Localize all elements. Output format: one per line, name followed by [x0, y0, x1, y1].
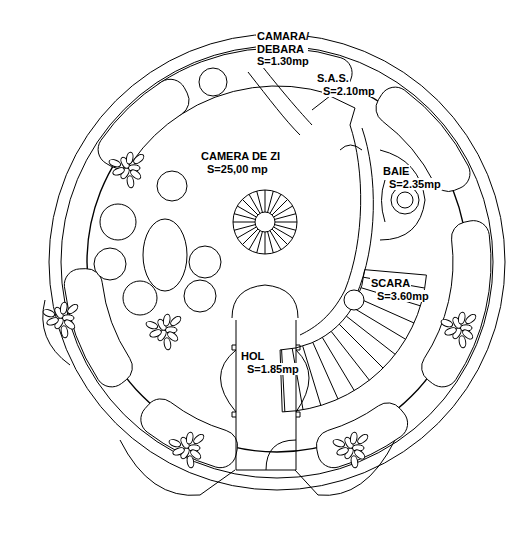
table — [143, 219, 187, 291]
spiral-step — [237, 206, 256, 217]
plant — [108, 152, 145, 189]
stair-step — [346, 316, 395, 354]
room-name: SCARA — [370, 277, 411, 290]
room-area: S=25,00 mp — [206, 163, 269, 176]
partition-wall — [262, 66, 312, 125]
bathtub-inner — [397, 192, 413, 208]
spiral-step — [275, 214, 296, 220]
stair-step — [352, 307, 405, 339]
plant — [145, 314, 182, 351]
spiral-stair — [233, 190, 297, 254]
room-name: CAMARA/ DEBARA — [256, 30, 308, 55]
room-area: S=2.35mp — [388, 178, 442, 191]
stool — [199, 68, 227, 96]
room-name: S.A.S. — [316, 72, 350, 85]
stair-step — [331, 331, 369, 380]
room-area: S=2.10mp — [322, 85, 376, 98]
spiral-step — [257, 191, 263, 212]
room-name: HOL — [240, 350, 265, 363]
plant — [42, 302, 79, 339]
room-name: CAMERA DE ZI — [200, 150, 281, 163]
room-label: S.A.S.S=2.10mp — [316, 72, 376, 97]
entrance-door — [236, 440, 296, 470]
room-label: HOLS=1.85mp — [240, 350, 300, 375]
pouf — [184, 280, 216, 312]
spiral-step — [242, 229, 258, 245]
spiral-step — [242, 199, 258, 215]
pouf — [189, 246, 221, 278]
stair-step — [292, 349, 303, 410]
stair-step — [303, 346, 321, 405]
wall-ring — [61, 46, 493, 478]
spiral-step — [272, 229, 288, 245]
spiral-step — [275, 222, 297, 223]
room-label: CAMERA DE ZIS=25,00 mp — [200, 150, 281, 175]
room-area: S=1.85mp — [246, 363, 300, 376]
partition-wall — [312, 96, 355, 125]
room-label: SCARAS=3.60mp — [370, 277, 430, 302]
room-area: S=1.30mp — [256, 55, 310, 68]
bench-pad — [98, 79, 189, 168]
plant — [168, 432, 205, 469]
pouf — [94, 248, 126, 280]
room-name: BAIE — [382, 165, 410, 178]
spiral-step — [272, 199, 288, 215]
wall-ring — [49, 34, 505, 490]
spiral-step — [274, 227, 293, 238]
stair-step — [282, 350, 285, 412]
bath-fixture — [382, 180, 386, 222]
spiral-step — [270, 194, 281, 213]
stool — [157, 171, 187, 201]
room-area: S=3.60mp — [376, 290, 430, 303]
door-swing — [340, 145, 362, 150]
stair-step — [339, 324, 383, 368]
bath-wall — [380, 150, 425, 240]
bench-pad — [141, 399, 238, 468]
door-jamb — [232, 412, 300, 417]
hall-wall-curve — [221, 350, 310, 412]
stair-step — [322, 337, 354, 390]
stair-newel — [344, 290, 364, 310]
bench-pad — [376, 87, 470, 191]
spiral-step — [234, 225, 255, 231]
spiral-step — [265, 190, 266, 212]
pouf — [100, 204, 136, 240]
spiral-core — [255, 212, 275, 232]
plant — [332, 432, 369, 469]
spiral-step — [265, 232, 266, 254]
spiral-step — [268, 232, 274, 253]
bench-pad — [422, 221, 491, 387]
hall-door-arc — [232, 285, 298, 318]
spiral-step — [233, 222, 255, 223]
room-label: CAMARA/ DEBARAS=1.30mp — [256, 30, 310, 68]
plant — [440, 312, 477, 349]
hall-wall — [236, 320, 296, 470]
pouf — [123, 281, 157, 315]
room-label: BAIES=2.35mp — [382, 165, 442, 190]
bench-pad — [316, 403, 407, 468]
spiral-step — [249, 231, 260, 250]
